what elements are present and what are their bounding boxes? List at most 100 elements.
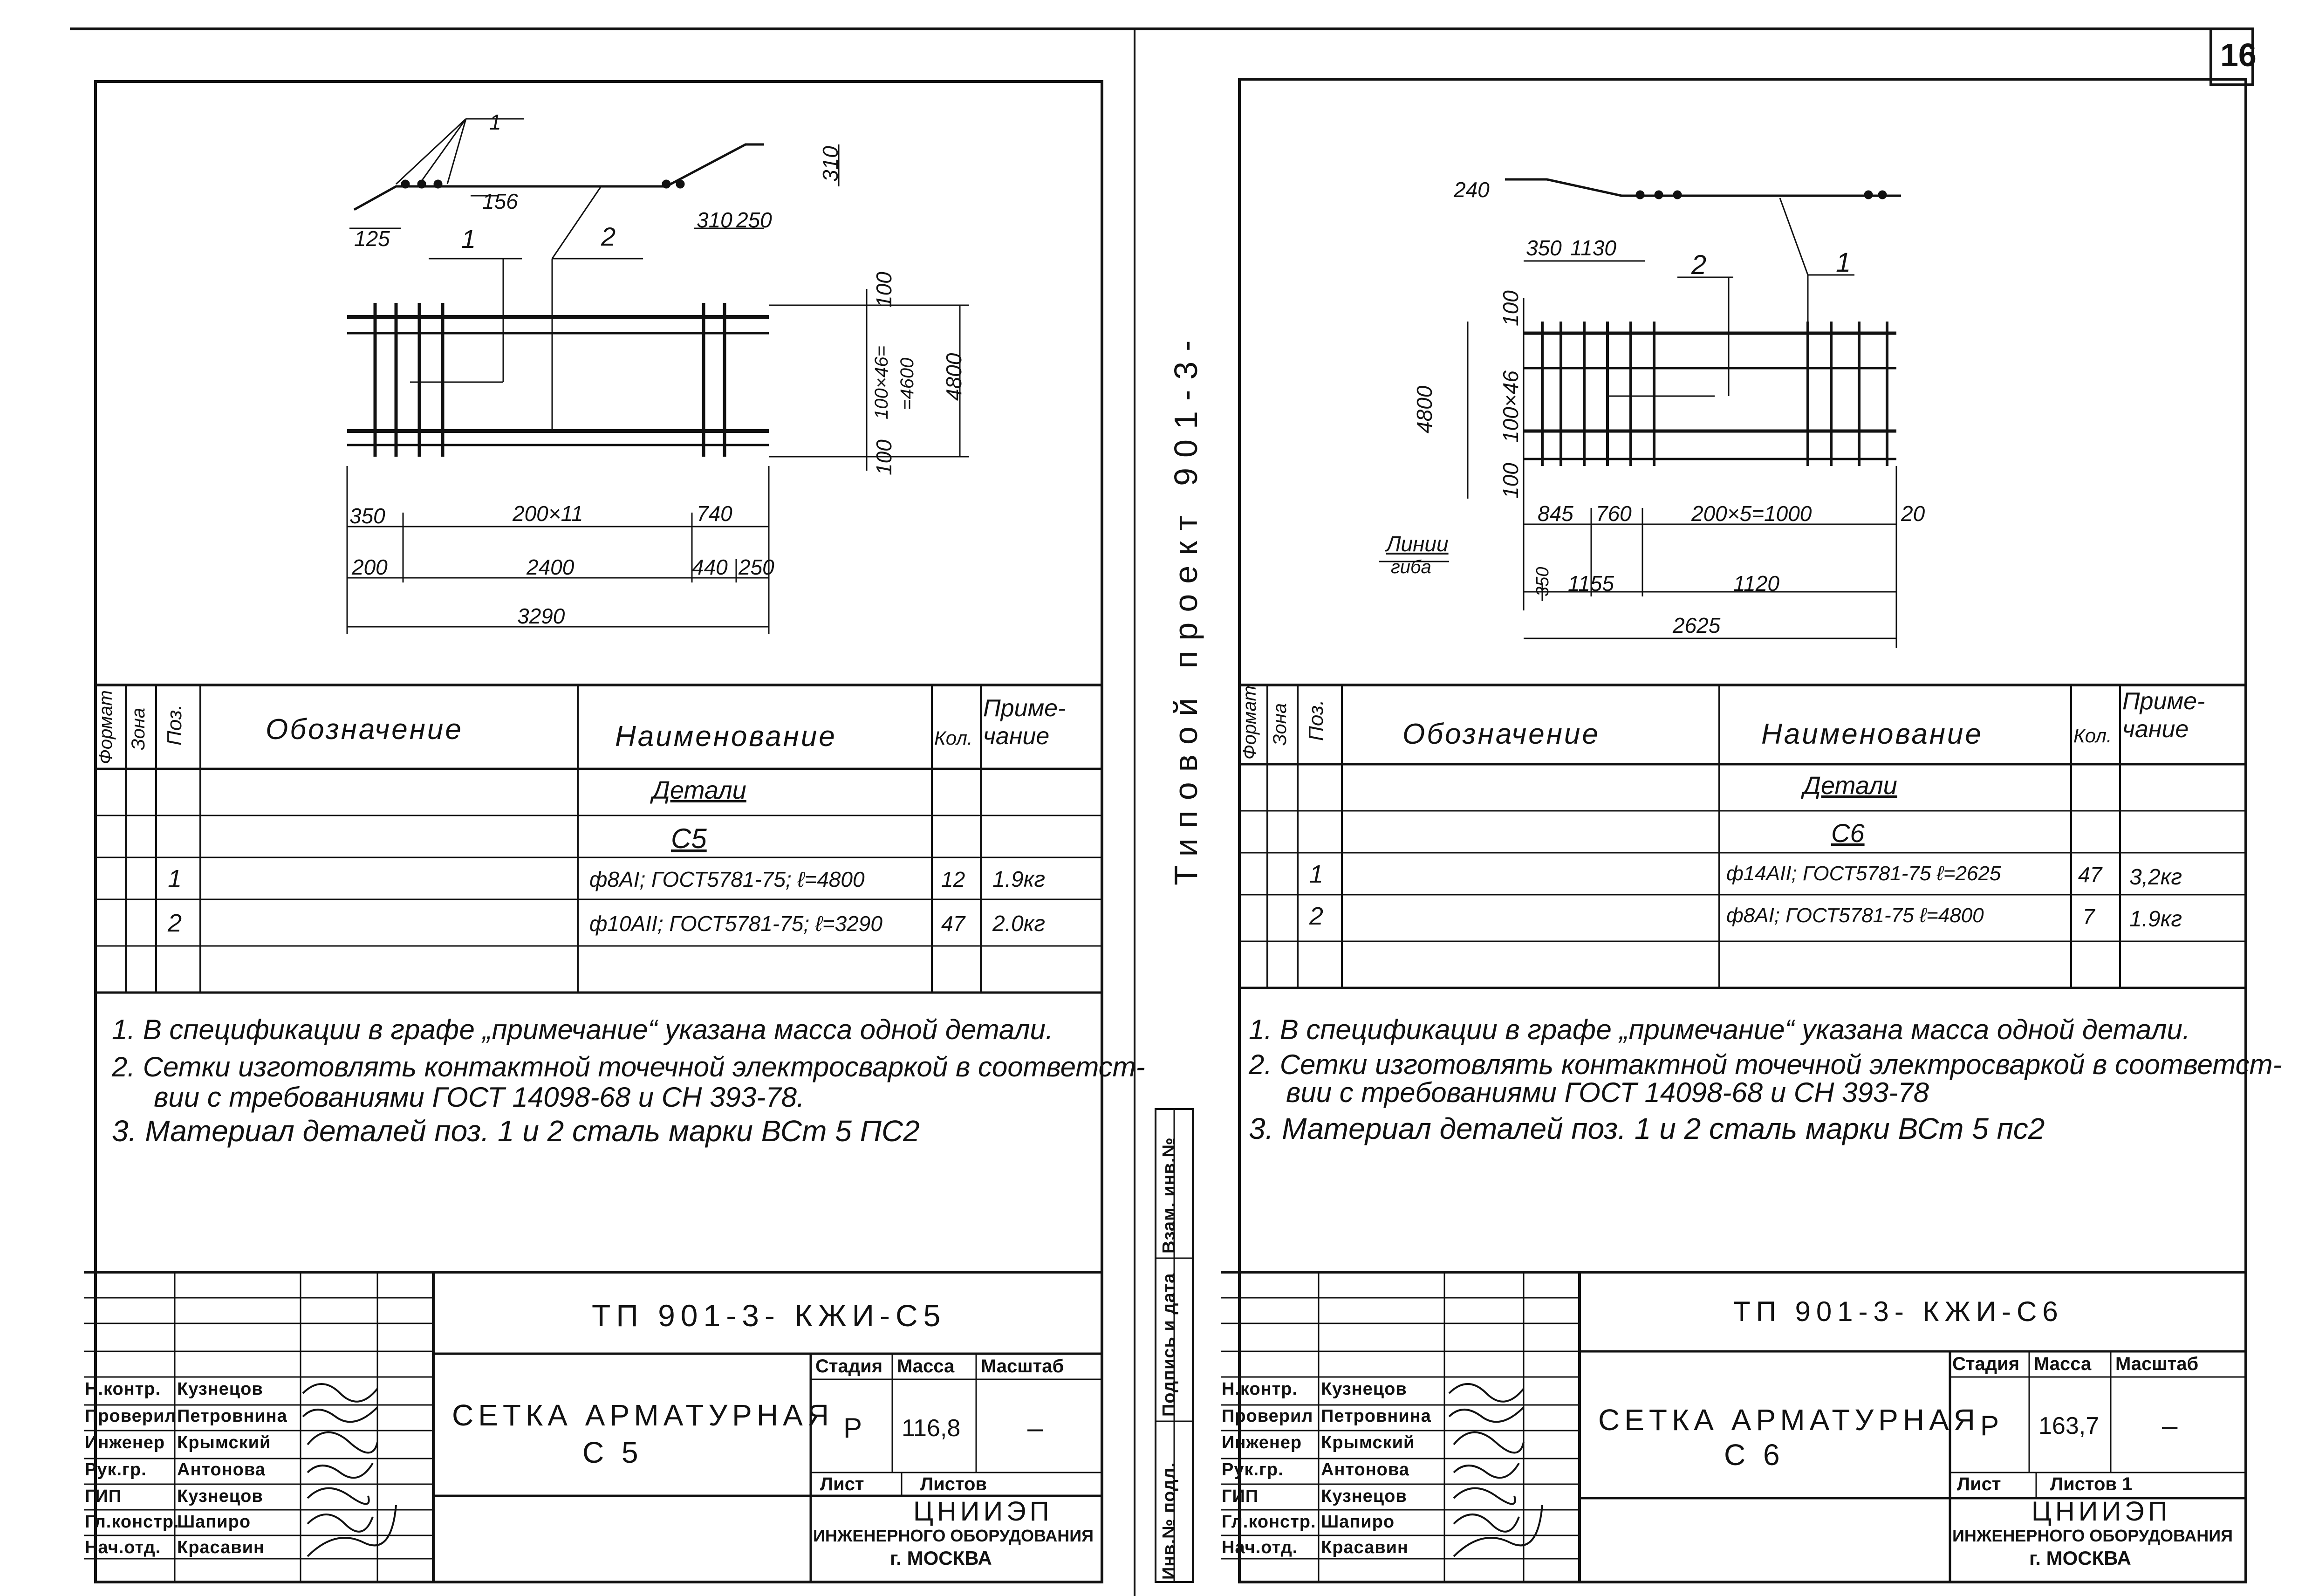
note-line: 2. Сетки изготовлять контактной точечной… [112,1051,1145,1082]
row-qty: 7 [2083,904,2095,929]
staff-name: Шапиро [1321,1512,1395,1532]
staff-name: Крымский [177,1433,271,1452]
side-stamp-label-2: Взам. инв.№ [1159,1137,1179,1254]
mass-value: 116,8 [902,1415,961,1442]
dim: Линии [1386,532,1449,556]
dim: 100×46 [1498,370,1523,443]
dim: 100 [872,272,896,308]
dim: 250 [739,555,774,579]
row-pos: 1 [168,865,182,893]
dim: =4600 [897,357,917,410]
staff-role: Нач.отд. [85,1538,161,1557]
row-name: ф8АI; ГОСТ5781-75 ℓ=4800 [1726,904,1984,927]
staff-name: Кузнецов [1321,1486,1407,1506]
dim: 20 [1901,501,1925,526]
mass-value: 163,7 [2038,1412,2100,1439]
staff-role: Рук.гр. [85,1460,147,1480]
staff-role: Рук.гр. [1222,1460,1284,1480]
org-line-3: г. МОСКВА [2029,1547,2131,1569]
staff-name: Красавин [1321,1538,1409,1557]
note-line: 1. В спецификации в графе „примечание“ у… [1249,1014,2190,1045]
col-name: Наименование [615,720,837,753]
staff-role: Гл.констр. [85,1512,179,1532]
col-zone: Зона [128,707,149,750]
dim: 250 [736,208,772,232]
row-name: ф14АII; ГОСТ5781-75 ℓ=2625 [1726,862,2001,885]
note-line: 1. В спецификации в графе „примечание“ у… [112,1014,1053,1045]
subgroup-title: С6 [1831,818,1865,848]
staff-name: Крымский [1321,1433,1415,1452]
staff-name: Красавин [177,1538,265,1557]
dim: 350 [1533,567,1553,596]
row-name: ф10АII; ГОСТ5781-75; ℓ=3290 [589,911,882,936]
dim: 100 [1498,290,1523,326]
dim: 760 [1596,501,1632,526]
stage-label: Стадия [1952,1354,2020,1374]
dim: 200×11 [513,501,583,526]
staff-name: Петровнина [1321,1406,1431,1426]
row-qty: 47 [941,911,965,936]
side-stamp-label-0: Инв.№ подл. [1159,1462,1179,1580]
col-designation: Обозначение [1402,718,1600,750]
staff-role: Проверил [85,1406,177,1426]
stage-value: Р [843,1412,862,1444]
dim: 4800 [1412,385,1436,433]
dim: 310 [818,146,842,182]
col-note: Приме-чание [983,695,1066,750]
note-line: 3. Материал деталей поз. 1 и 2 сталь мар… [1249,1112,2045,1145]
mass-label: Масса [2034,1354,2092,1374]
staff-role: Н.контр. [1222,1379,1298,1399]
col-zone: Зона [1270,703,1290,746]
doc-title-sub: С 6 [1724,1438,1785,1472]
dim: 125 [354,226,390,251]
row-pos: 2 [168,909,182,937]
doc-title: СЕТКА АРМАТУРНАЯ [1598,1403,1980,1437]
col-format: Формат [1239,685,1260,760]
note-line: вии с требованиями ГОСТ 14098-68 и СН 39… [1286,1077,1929,1108]
group-title: Детали [1803,772,1897,800]
dim: 2 [601,222,616,251]
note-line: вии с требованиями ГОСТ 14098-68 и СН 39… [154,1082,805,1113]
dim: 100 [872,439,896,475]
row-note: 2.0кг [992,911,1046,936]
staff-name: Антонова [1321,1460,1409,1480]
col-format: Формат [96,690,116,764]
page-number: 16 [2220,37,2257,73]
dim: 1120 [1733,571,1779,596]
dim: гиба [1391,557,1431,577]
dim: 156 [482,189,518,213]
doc-code: ТП 901-3- КЖИ-С6 [1733,1296,2064,1327]
dim: 240 [1454,178,1490,202]
mass-label: Масса [897,1356,955,1377]
doc-title-sub: С 5 [582,1436,643,1469]
org-line-3: г. МОСКВА [890,1547,992,1569]
staff-role: Н.контр. [85,1379,161,1399]
sheets-label: Листов 1 [2050,1474,2133,1494]
dim: 440 [692,555,728,579]
col-note: Приме-чание [2122,688,2205,743]
staff-name: Кузнецов [177,1379,263,1399]
dim: 1 [1836,247,1851,278]
dim: 740 [697,501,732,526]
row-qty: 12 [941,867,965,891]
dim: 4800 [942,353,966,401]
dim: 350 [349,504,385,528]
group-title: Детали [652,776,746,804]
col-qty: Кол. [2073,725,2112,747]
subgroup-title: С5 [671,823,707,854]
dim: 100×46= [871,346,892,419]
col-pos: Поз. [163,704,186,746]
scale-value: – [1027,1412,1043,1444]
col-pos: Поз. [1305,699,1327,741]
dim: 100 [1498,463,1523,499]
dim: 1 [461,224,476,253]
row-note: 1.9кг [992,867,1046,892]
staff-name: Петровнина [177,1406,287,1426]
row-note: 1.9кг [2129,907,2182,932]
staff-role: ГИП [1222,1486,1259,1506]
side-project-label: Типовой проект 901-3- [1168,330,1204,885]
staff-name: Антонова [177,1460,266,1480]
dim: 1155 [1568,571,1614,596]
dim: 2400 [527,555,575,579]
staff-role: Нач.отд. [1222,1538,1298,1557]
